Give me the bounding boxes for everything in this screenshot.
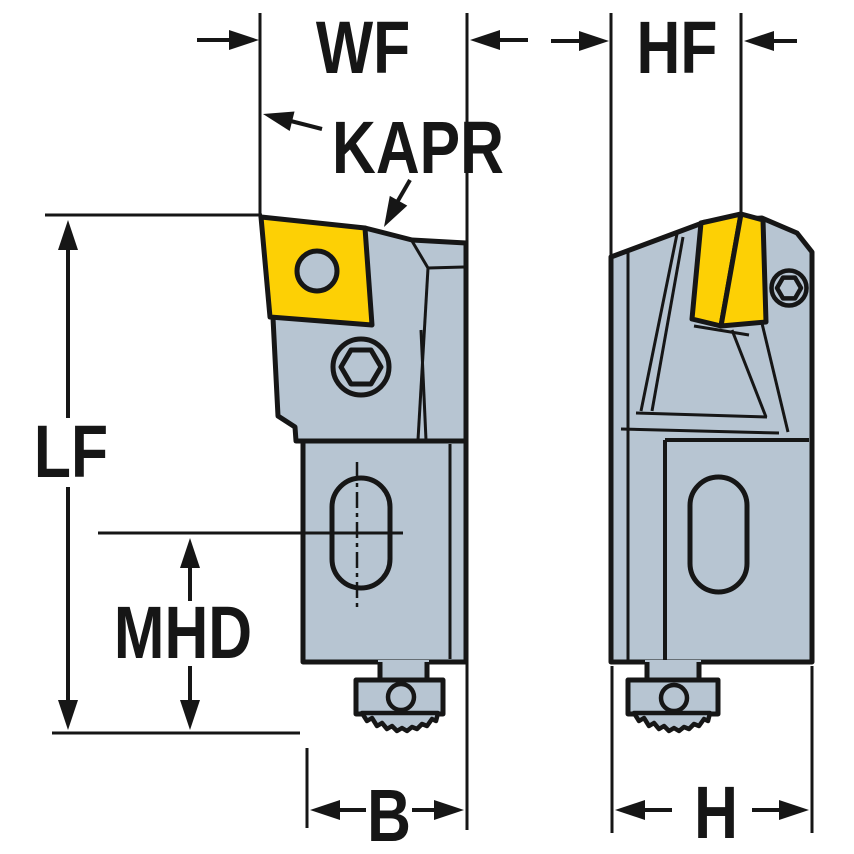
dimension-wf: [197, 30, 528, 50]
dimension-label-kapr: KAPR: [332, 106, 504, 189]
side-oval-slot: [687, 474, 750, 595]
dimension-kapr: [260, 104, 412, 232]
dimension-lf: [58, 220, 78, 730]
side-knob-hole: [658, 682, 690, 714]
dimension-h: [615, 800, 809, 820]
side-knob-serrated-dome: [631, 710, 713, 734]
side-clamp-edge: [693, 324, 750, 337]
cutting-insert-side-facet: [718, 211, 769, 329]
dimension-label-b: B: [367, 774, 411, 854]
extension-lines: [45, 13, 814, 833]
front-knob-serrated-dome: [359, 710, 441, 734]
dimension-hf: [551, 31, 797, 51]
hex-socket-front: [338, 347, 384, 387]
dimension-mhd: [180, 538, 200, 730]
side-knob-stem: [645, 660, 701, 682]
dimension-arrows: [58, 30, 809, 820]
front-view: [258, 214, 469, 734]
front-knob-hole: [385, 681, 417, 713]
dimension-b: [310, 800, 464, 820]
hex-socket-side: [774, 275, 804, 301]
front-chamfer-top: [427, 265, 465, 270]
side-wedge-edge-2: [650, 236, 685, 412]
insert-hole-front: [294, 248, 340, 294]
front-knob-stem: [378, 660, 429, 682]
dimension-label-hf: HF: [636, 6, 718, 89]
front-facet-line-2: [419, 329, 428, 441]
side-slant-edge-2: [758, 314, 790, 433]
dimension-label-wf: WF: [315, 6, 411, 89]
front-shank-block: [300, 438, 469, 665]
dimension-label-h: H: [694, 771, 738, 854]
side-shim-line-bottom: [620, 427, 780, 435]
side-view: [608, 211, 815, 734]
dimension-label-mhd: MHD: [113, 591, 253, 674]
side-slant-edge-1: [730, 329, 768, 418]
side-wedge-edge-1: [639, 233, 679, 412]
dimension-label-lf: LF: [33, 410, 109, 493]
front-chamfer-edge: [410, 240, 430, 269]
side-shim-line-top: [635, 411, 768, 419]
